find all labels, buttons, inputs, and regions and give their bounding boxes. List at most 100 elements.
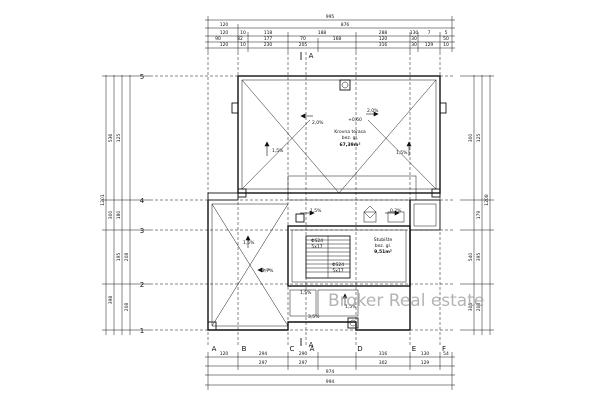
section-mark-bottom: A (309, 341, 314, 349)
dim-right-total: 1208 (484, 194, 490, 206)
dim-right: 208 (476, 303, 482, 312)
slope-label: 1,5% (272, 148, 284, 154)
stair-core (207, 205, 411, 331)
slope-label: 1,5% (243, 240, 255, 246)
level-mark: +0,60 (348, 117, 362, 123)
dim-left: 125 (116, 134, 122, 143)
dim-right: 395 (476, 253, 482, 262)
room-labels: Krovna terasa bez. gl. 67,39m² Stubište … (311, 117, 393, 274)
stair-label: 5x17 (311, 244, 322, 250)
dim-top: 82 (237, 36, 243, 42)
dim-top: 10 (240, 30, 246, 36)
section-mark-top: A (309, 52, 314, 60)
dim-right: 125 (476, 134, 482, 143)
stair-label: ΦS24 (332, 262, 344, 268)
dim-top: 120 (379, 36, 388, 42)
grid-col-label: E (412, 345, 416, 353)
dim-bottom: 974 (326, 369, 335, 375)
grid-row-label: 5 (140, 73, 144, 81)
dim-top: 50 (443, 36, 449, 42)
grid-row-label: 2 (140, 281, 144, 289)
dim-left: 300 (108, 211, 114, 220)
slope-label: 2,0% (312, 120, 324, 126)
slope-label: 2,0% (367, 108, 379, 114)
dim-bottom: 297 (259, 360, 268, 366)
dim-bottom: 294 (259, 351, 268, 357)
dim-left: 195 (116, 253, 122, 262)
dim-top: 205 (299, 42, 308, 48)
slope-label: 1,5% (300, 290, 312, 296)
dim-left: 536 (108, 134, 114, 143)
roof-terrace-outline (231, 75, 447, 198)
dim-top: 120 (220, 22, 229, 28)
dim-top: 288 (379, 30, 388, 36)
grid-row-label: 1 (140, 327, 144, 335)
grid-col-label: F (442, 345, 446, 353)
slope-markers: 2,0% 2,0% 1,5% 1,5% 1,5% 0,2% 1,5% 2,7% … (243, 108, 412, 320)
grid-row-label: 4 (140, 197, 145, 205)
stair-label: ΦS24 (311, 238, 323, 244)
grid-col-label: C (290, 345, 295, 353)
dim-left: 398 (108, 296, 114, 305)
dim-top: 90 (215, 36, 221, 42)
dim-bottom: 290 (299, 351, 308, 357)
dim-top: 118 (264, 30, 273, 36)
dim-top: 230 (264, 42, 273, 48)
dim-bottom: 54 (443, 351, 449, 357)
dim-left: 180 (116, 211, 122, 220)
slope-label: 1,5% (396, 150, 408, 156)
dim-bottom: 130 (421, 351, 430, 357)
dim-top: 168 (333, 36, 342, 42)
room-sub-roof-terrace: bez. gl. (342, 135, 358, 141)
grid-col-label: D (357, 345, 362, 353)
dim-top: 10 (443, 42, 449, 48)
dim-top: 188 (318, 30, 327, 36)
slope-label: 2,7% (262, 268, 274, 274)
dim-right: 179 (476, 211, 482, 220)
dim-top: 129 (425, 42, 434, 48)
grid-col-label: A (310, 345, 315, 353)
room-name-roof-terrace: Krovna terasa (334, 129, 366, 135)
top-dimension-chains: 995 120 876 120 10 118 188 288 130 7 5 9… (205, 14, 455, 52)
dim-bottom: 316 (379, 351, 388, 357)
dim-left-total: 1201 (100, 194, 106, 206)
slope-label: 3,5% (308, 314, 320, 320)
dim-top: 70 (300, 36, 306, 42)
watermark-text: Broker Real estate (328, 291, 484, 311)
dim-bottom-total: 994 (326, 379, 335, 385)
dim-top: 120 (220, 42, 229, 48)
grid-col-label: A (212, 345, 217, 353)
slope-label: 1,5% (310, 208, 322, 214)
dim-top: 120 (220, 30, 229, 36)
room-name-stair: Stubište (374, 236, 393, 243)
dim-right: 305 (468, 303, 474, 312)
dim-top: 7 (428, 30, 431, 36)
dim-bottom: 120 (220, 351, 229, 357)
grid-col-label: B (242, 345, 247, 353)
dim-top: 130 (410, 30, 419, 36)
dim-left: 208 (124, 303, 130, 312)
dim-top: 177 (264, 36, 273, 42)
bottom-dimension-chains: 120 294 290 316 130 54 297 297 302 129 9… (205, 351, 455, 390)
dim-top: 316 (379, 42, 388, 48)
lower-floor-outline (207, 175, 441, 331)
room-sub-stair: bez. gl. (375, 243, 391, 249)
slope-label: 1,5% (345, 304, 357, 310)
room-area-roof-terrace: 67,39m² (340, 142, 361, 148)
dim-top: 30 (411, 42, 417, 48)
dim-top: 5 (445, 30, 448, 36)
dim-bottom: 302 (379, 360, 388, 366)
dim-bottom: 129 (421, 360, 430, 366)
dim-right: 540 (468, 253, 474, 262)
room-area-stair: 9,51m² (374, 249, 392, 255)
dim-bottom: 297 (299, 360, 308, 366)
right-dimension-chains: 300 540 305 125 179 395 208 1208 (460, 75, 494, 335)
left-dimension-chains: 1201 536 300 398 125 180 195 208 208 (100, 75, 150, 335)
dim-right: 300 (468, 134, 474, 143)
dim-top: 10 (240, 42, 246, 48)
dim-top: 30 (411, 36, 417, 42)
dim-top-total: 995 (326, 14, 335, 20)
dim-top: 876 (341, 22, 350, 28)
